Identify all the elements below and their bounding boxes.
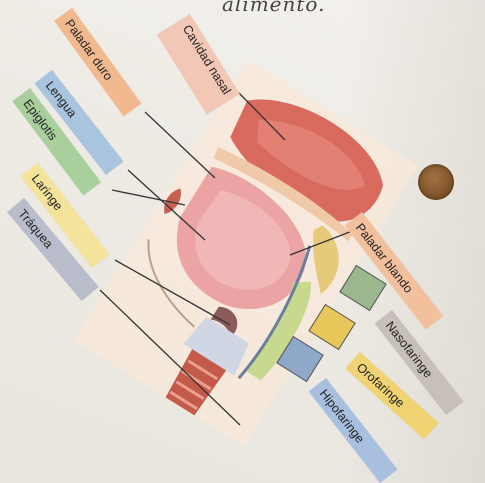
- leader-epiglotis: [112, 190, 185, 205]
- leader-paladar-duro: [145, 112, 215, 178]
- leader-traquea: [100, 290, 240, 425]
- leader-lengua: [128, 170, 205, 240]
- leader-cavidad-nasal: [238, 92, 285, 140]
- leader-laringe: [115, 260, 230, 325]
